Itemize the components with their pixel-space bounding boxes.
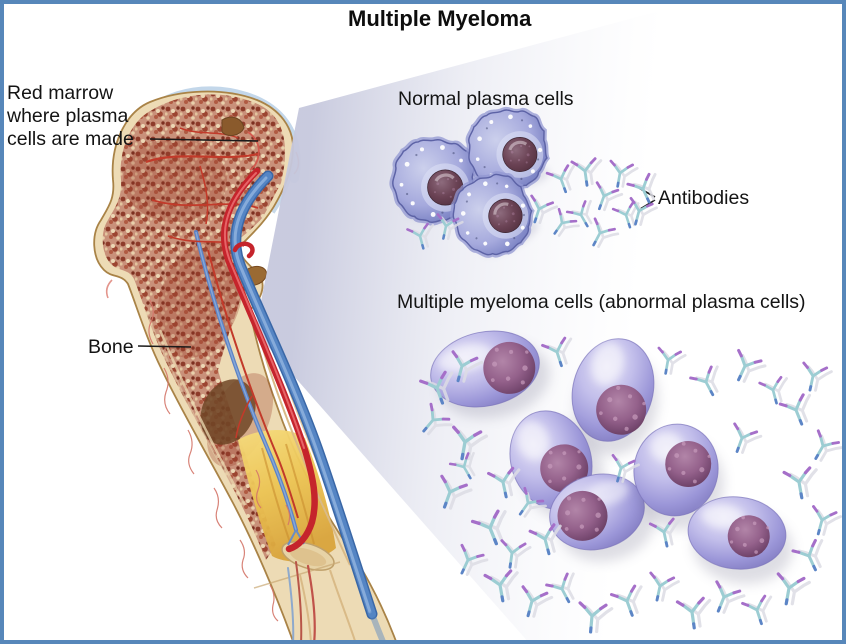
bone-notch-top (221, 116, 245, 136)
label-myeloma-cells: Multiple myeloma cells (abnormal plasma … (397, 291, 806, 313)
cell-nucleus (596, 384, 647, 435)
dark-marrow (200, 379, 256, 445)
label-normal-plasma-cells: Normal plasma cells (398, 88, 574, 110)
pointer-bone (137, 345, 192, 348)
figure-title: Multiple Myeloma (348, 6, 532, 31)
pointer-red-marrow (149, 138, 259, 142)
cell-nucleus (727, 515, 770, 558)
myeloma-cell (430, 330, 550, 419)
blood-vessels (221, 167, 387, 644)
label-antibodies: Antibodies (658, 187, 750, 209)
myeloma-cells-group (413, 330, 845, 636)
myeloma-cell (687, 496, 793, 584)
cell-nucleus (557, 490, 608, 541)
label-red-marrow: Red marrow where plasma cells are made (7, 82, 134, 150)
marrow-vessels-red (145, 127, 299, 519)
label-bone: Bone (88, 336, 134, 358)
artery-loop (232, 241, 255, 259)
myeloma-cell (571, 338, 659, 456)
myeloma-cell (549, 473, 656, 562)
periosteal-vessels (105, 131, 300, 622)
cell-nucleus (665, 441, 712, 488)
